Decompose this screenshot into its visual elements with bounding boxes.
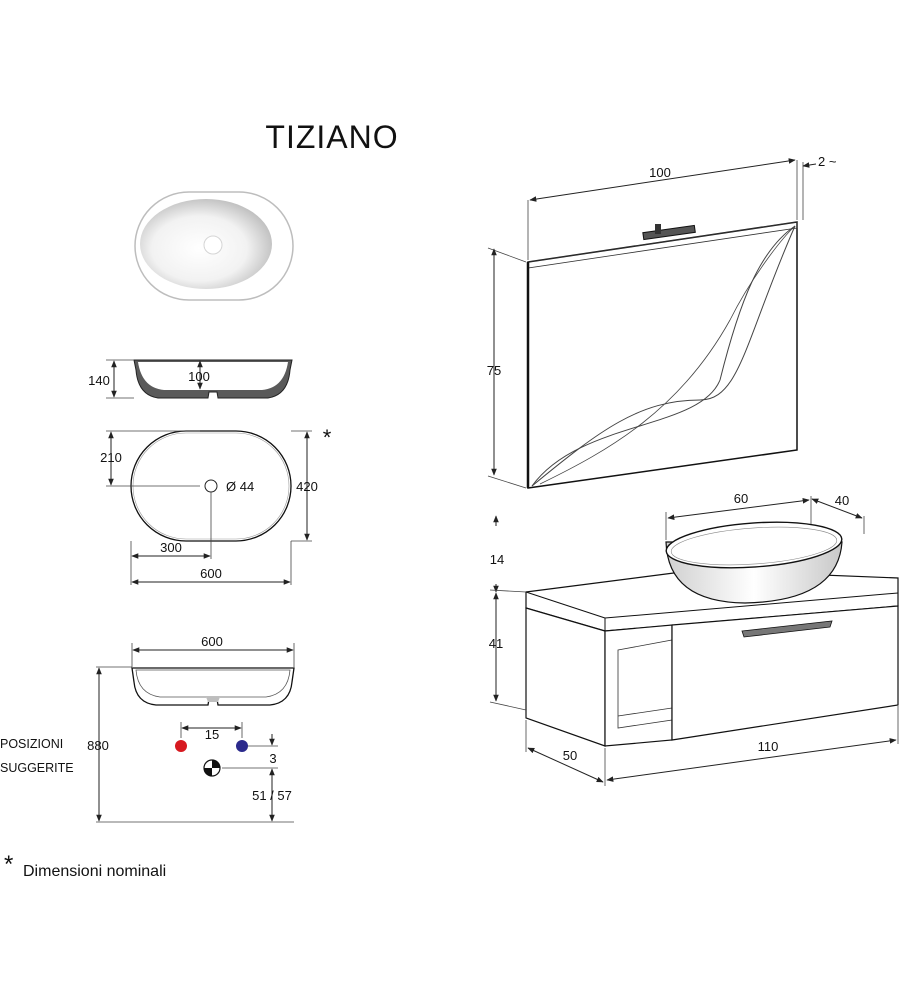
cabinet-height-label: 41 [489,636,503,651]
vessel-depth-label: 40 [835,493,849,508]
drain-diameter-label: Ø 44 [226,479,254,494]
drain-target-icon [203,759,221,777]
mirror-depth-label: 2 ~ [818,154,837,169]
vessel-width-label: 60 [734,491,748,506]
width-label: 600 [200,566,222,581]
install-width-label: 600 [201,634,223,649]
depth-label: 420 [296,479,318,494]
vanity-cabinet: 60 40 14 41 50 110 [489,491,899,786]
install-height-label: 880 [87,738,109,753]
product-title: TIZIANO [265,119,398,155]
drawer-handle [741,620,833,638]
drawer-front [671,605,899,741]
drain-height-label: 51 / 57 [252,788,292,803]
mirror: 100 2 ~ 75 [487,154,837,489]
footnote-asterisk: * [4,851,13,878]
top-gap-label: 14 [490,552,504,567]
basin-top-render [134,191,294,301]
half-width-label: 300 [160,540,182,555]
drain-circle [204,479,218,493]
mirror-lamp [642,224,696,241]
note-line1: POSIZIONI [0,737,63,751]
basin-depth-label: 100 [188,369,210,384]
cabinet-depth-label: 50 [563,748,577,763]
cold-tap-icon [236,740,248,752]
half-depth-label: 210 [100,450,122,465]
mirror-width-label: 100 [649,165,671,180]
cabinet-width-label: 110 [758,739,779,754]
drain-hole [203,235,223,255]
basin-plan-view: Ø 44 210 420 * 300 600 [100,425,332,585]
note-line2: SUGGERITE [0,761,74,775]
basin-height-label: 140 [88,373,110,388]
vessel-basin [665,521,843,604]
tap-offset-label: 3 [269,751,276,766]
basin-side-section: 140 100 [88,359,293,399]
hot-tap-icon [175,740,187,752]
asterisk-mark: * [323,425,332,450]
footnote-text: Dimensioni nominali [23,863,166,880]
basin-installation-view: 600 880 15 3 51 / 57 POSIZIONI SUGGERITE [0,634,295,823]
mirror-height-label: 75 [487,363,501,378]
tap-spacing-label: 15 [205,727,219,742]
